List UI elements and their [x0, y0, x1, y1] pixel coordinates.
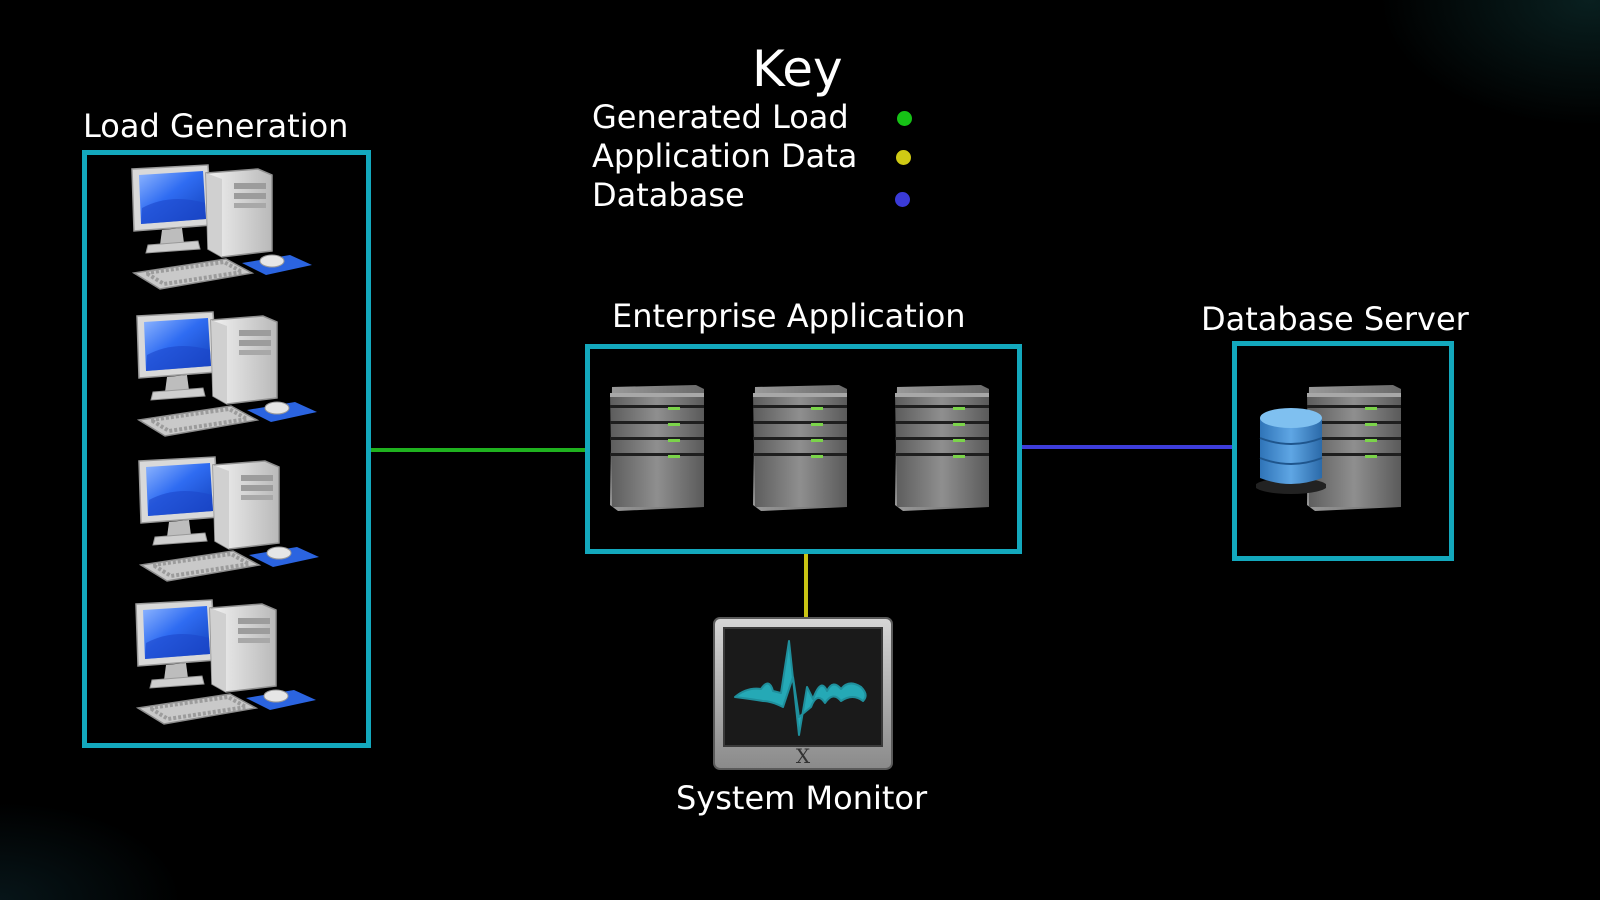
application-data-dot-icon — [896, 150, 911, 165]
application-data-connection — [804, 554, 808, 618]
key-item-generated-load: Generated Load — [592, 98, 849, 136]
load-generation-label: Load Generation — [83, 107, 349, 145]
enterprise-application-box — [585, 344, 1022, 554]
desktop-computer-icon — [135, 310, 335, 450]
desktop-computer-icon — [134, 598, 334, 738]
server-icon — [608, 383, 708, 513]
key-item-application-data: Application Data — [592, 137, 858, 175]
database-connection — [1022, 445, 1232, 449]
desktop-computer-icon — [130, 163, 330, 303]
database-server-box — [1232, 341, 1454, 561]
key-item-database: Database — [592, 176, 745, 214]
load-generation-box — [82, 150, 371, 748]
generated-load-dot-icon — [897, 111, 912, 126]
desktop-computer-icon — [137, 455, 337, 595]
database-server-label: Database Server — [1201, 300, 1469, 338]
svg-text:X: X — [796, 744, 811, 768]
generated-load-connection — [371, 448, 585, 452]
heartbeat-monitor-icon: X — [713, 617, 893, 770]
enterprise-application-label: Enterprise Application — [612, 297, 966, 335]
database-dot-icon — [895, 192, 910, 207]
system-monitor-label: System Monitor — [676, 779, 928, 817]
server-icon — [893, 383, 993, 513]
key-title: Key — [752, 40, 843, 98]
database-icon — [1256, 404, 1326, 494]
server-icon — [751, 383, 851, 513]
